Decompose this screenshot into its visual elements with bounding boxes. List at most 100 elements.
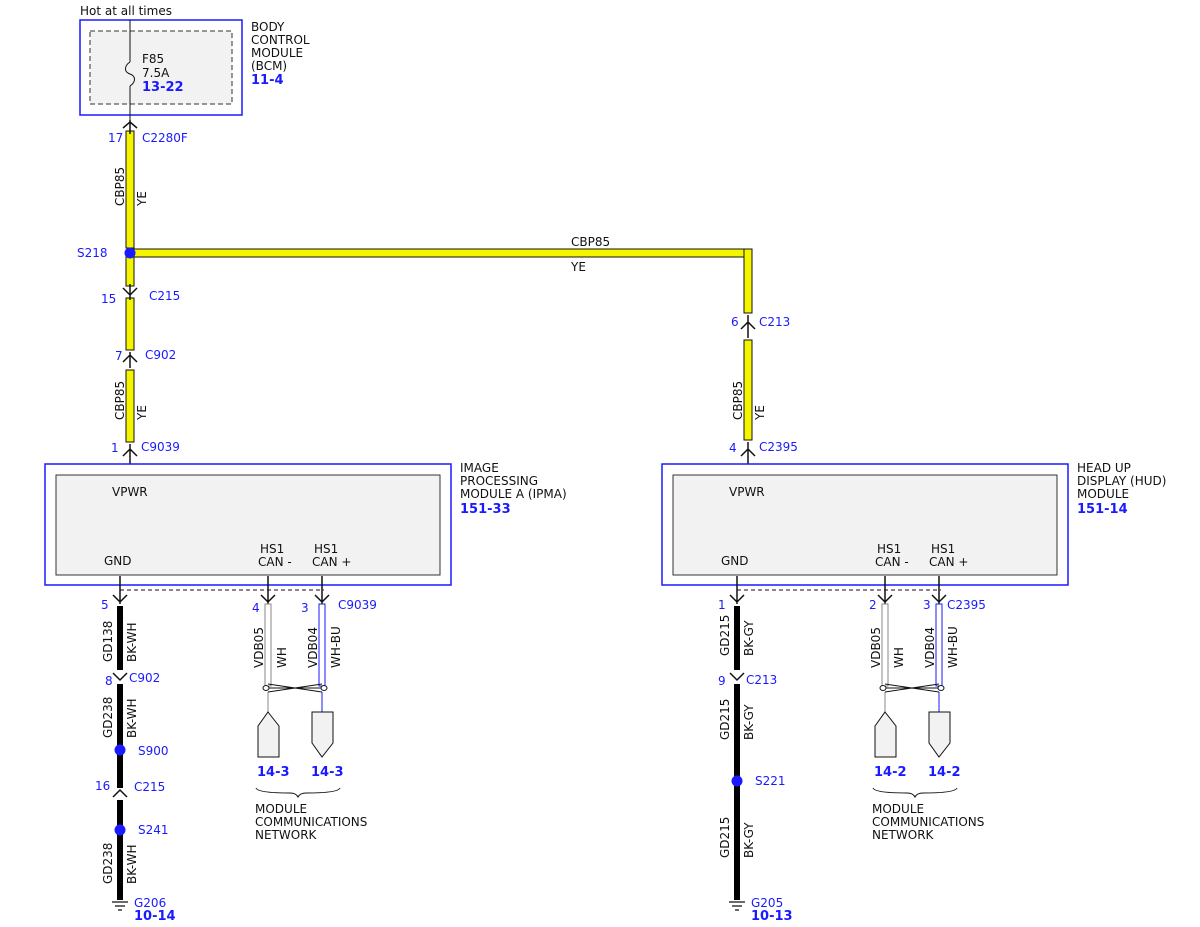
ipma-c902-pin: 8 <box>105 674 113 688</box>
bcm-name-line-2: CONTROL <box>251 33 310 47</box>
s900-splice-label[interactable]: S900 <box>138 744 169 758</box>
hud-module-box[interactable] <box>661 463 1069 586</box>
trunk-lower-circuit-label: CBP85 <box>113 381 127 420</box>
hud-gnd-pin: 1 <box>718 598 726 612</box>
ipma-can-plus-pin-icon <box>314 576 330 604</box>
g205-ground-icon <box>729 901 745 911</box>
ipma-can-plus-line-2: CAN + <box>312 555 351 569</box>
hud-net-ref-plus-link[interactable]: 14-2 <box>928 765 961 780</box>
bcm-name-line-1: BODY <box>251 20 285 34</box>
hot-at-all-times-label: Hot at all times <box>80 4 172 18</box>
s218-splice-dot[interactable] <box>124 247 136 259</box>
c902-connector[interactable]: C902 <box>145 348 176 362</box>
ipma-gnd-color-2: BK-WH <box>125 698 139 738</box>
ipma-ref-link[interactable]: 151-33 <box>460 502 511 517</box>
hud-twisted-pair-icon <box>881 683 943 693</box>
c215-connector[interactable]: C215 <box>149 289 180 303</box>
c2395-connector[interactable]: C2395 <box>759 440 798 454</box>
ipma-c215-connector-icon <box>112 788 128 798</box>
ipma-name-line-1: IMAGE <box>460 461 499 475</box>
bcm-inner-box <box>89 30 233 105</box>
ipma-c215-pin: 16 <box>95 779 110 793</box>
hud-can-minus-pin: 2 <box>869 598 877 612</box>
c213-connector[interactable]: C213 <box>759 315 790 329</box>
g205-ground-label[interactable]: G205 <box>751 896 783 910</box>
s218-splice-label[interactable]: S218 <box>77 246 108 260</box>
c213-top-connector-icon <box>740 315 756 338</box>
hud-network-brace-icon <box>872 787 958 799</box>
ipma-c215-connector[interactable]: C215 <box>134 780 165 794</box>
s221-splice-label[interactable]: S221 <box>755 774 786 788</box>
bcm-module-box[interactable] <box>79 19 243 116</box>
hud-can-minus-circuit: VDB05 <box>869 627 883 668</box>
s221-splice-dot[interactable] <box>731 775 743 787</box>
hud-name: HEAD UP DISPLAY (HUD) MODULE <box>1077 461 1166 501</box>
c215-connector-icon <box>122 284 138 300</box>
g205-ref-link[interactable]: 10-13 <box>751 909 793 924</box>
s241-splice-dot[interactable] <box>114 824 126 836</box>
ipma-name-line-2: PROCESSING <box>460 474 538 488</box>
ipma-gnd-circuit-2: GD238 <box>101 697 115 738</box>
ipma-c902-connector-icon <box>112 672 128 682</box>
ipma-can-plus-line-1: HS1 <box>314 542 338 556</box>
ipma-can-minus-pin: 4 <box>252 601 260 615</box>
c9039-top-connector-icon <box>122 444 138 464</box>
hud-can-plus-line-1: HS1 <box>931 542 955 556</box>
ipma-module-box[interactable] <box>44 463 452 586</box>
hud-ref-link[interactable]: 151-14 <box>1077 502 1128 517</box>
ipma-twisted-pair-icon <box>264 683 326 693</box>
hud-can-minus-line-1: HS1 <box>877 542 901 556</box>
hud-c213-connector[interactable]: C213 <box>746 673 777 687</box>
hud-gnd-label: GND <box>721 554 749 568</box>
hud-gnd-pin-icon <box>729 576 745 604</box>
trunk-color-label: YE <box>135 191 149 207</box>
ipma-vpwr-label: VPWR <box>112 485 148 499</box>
ipma-can-minus-offpage-icon[interactable] <box>257 711 280 758</box>
ipma-network-line-2: COMMUNICATIONS <box>255 815 367 829</box>
ipma-network-line-3: NETWORK <box>255 828 318 842</box>
trunk-lower-color-label: YE <box>135 405 149 421</box>
trunk-circuit-label: CBP85 <box>113 167 127 206</box>
ipma-net-ref-plus-link[interactable]: 14-3 <box>311 765 344 780</box>
hud-net-ref-minus-link[interactable]: 14-2 <box>874 765 907 780</box>
ipma-gnd-pin-icon <box>112 576 128 604</box>
hud-connector[interactable]: C2395 <box>947 598 986 612</box>
c2395-pin: 4 <box>729 441 737 455</box>
s241-splice-label[interactable]: S241 <box>138 823 169 837</box>
ipma-can-wires <box>264 603 326 712</box>
c902-pin: 7 <box>115 349 123 363</box>
hud-can-minus-pin-icon <box>877 576 893 604</box>
s900-splice-dot[interactable] <box>114 744 126 756</box>
hud-gnd-color-1: BK-GY <box>742 620 756 656</box>
ipma-gnd-pin: 5 <box>101 598 109 612</box>
g206-ground-icon <box>112 901 128 911</box>
c2280f-connector[interactable]: C2280F <box>142 131 188 145</box>
g206-ref-link[interactable]: 10-14 <box>134 909 176 924</box>
g206-ground-label[interactable]: G206 <box>134 896 166 910</box>
fuse-rating: 7.5A <box>142 66 170 80</box>
ipma-connector[interactable]: C9039 <box>338 598 377 612</box>
bcm-name-line-3: MODULE <box>251 46 303 60</box>
branch-circuit-label: CBP85 <box>571 235 610 249</box>
ipma-can-minus-line-2: CAN - <box>258 555 292 569</box>
fuse-ref-link[interactable]: 13-22 <box>142 80 184 95</box>
branch-color-label: YE <box>570 260 586 274</box>
bcm-ref-link[interactable]: 11-4 <box>251 73 284 88</box>
c9039-pin: 1 <box>111 441 119 455</box>
c2280f-pin: 17 <box>108 131 123 145</box>
ipma-can-plus-color: WH-BU <box>329 626 343 668</box>
hud-can-minus-offpage-icon[interactable] <box>874 711 897 758</box>
c9039-connector[interactable]: C9039 <box>141 440 180 454</box>
ipma-c902-connector[interactable]: C902 <box>129 671 160 685</box>
ipma-can-plus-offpage-icon[interactable] <box>311 711 334 758</box>
ipma-can-minus-circuit: VDB05 <box>252 627 266 668</box>
hud-can-plus-offpage-icon[interactable] <box>928 711 951 758</box>
hud-network-line-1: MODULE <box>872 802 924 816</box>
c215-pin: 15 <box>101 292 116 306</box>
c902-connector-icon <box>122 352 138 368</box>
ipma-can-minus-pin-icon <box>260 576 276 604</box>
ipma-gnd-circuit-1: GD138 <box>101 621 115 662</box>
hud-can-minus-color: WH <box>892 647 906 668</box>
ipma-net-ref-minus-link[interactable]: 14-3 <box>257 765 290 780</box>
hud-network-line-3: NETWORK <box>872 828 935 842</box>
